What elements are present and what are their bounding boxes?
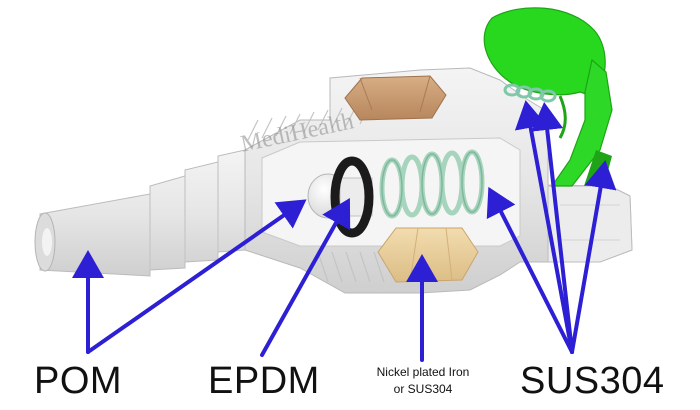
hose-barb [34, 149, 246, 277]
label-nickel-line1: Nickel plated Iron [376, 365, 470, 379]
label-pom: POM [34, 360, 123, 402]
callout-arrows [72, 100, 617, 362]
arrow-pom-poppet [86, 199, 307, 354]
arrow-sus-clip-spring [514, 100, 574, 354]
label-nickel-line2: or SUS304 [393, 382, 453, 396]
arrow-sus-pin [531, 102, 574, 354]
epdm-o-ring [330, 156, 374, 238]
arrow-epdm [260, 198, 351, 357]
arrow-sus-clip [570, 160, 617, 354]
label-sus304: SUS304 [520, 360, 665, 402]
label-epdm: EPDM [208, 360, 320, 402]
hex-nut-bottom [377, 227, 479, 283]
label-nickel-plated: Nickel plated Iron or SUS304 [362, 364, 484, 398]
hex-nut-top [344, 75, 447, 121]
arrow-sus-spring [486, 186, 574, 354]
clip-spring [503, 83, 557, 103]
